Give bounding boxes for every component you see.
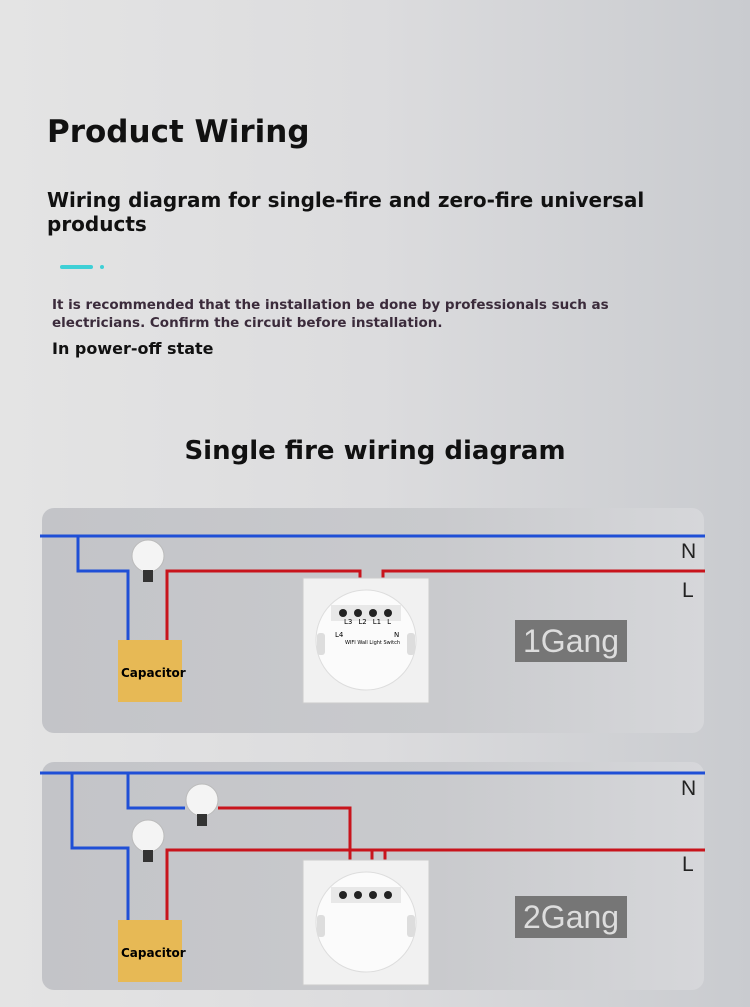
bulb-icon — [131, 539, 165, 583]
wires-2gang — [40, 771, 705, 920]
page-title: Product Wiring — [47, 114, 310, 150]
terminal-n: N — [394, 631, 400, 639]
live-label: L — [682, 853, 694, 876]
live-label: L — [682, 579, 694, 602]
bulb-icon — [185, 783, 219, 827]
capacitor-label: Capacitor — [121, 946, 186, 960]
accent-dot — [100, 265, 104, 269]
page-subtitle: Wiring diagram for single-fire and zero-… — [47, 188, 645, 236]
terminal-labels: L3 L2 L1 L — [344, 618, 391, 626]
capacitor — [118, 640, 182, 702]
section-title: Single fire wiring diagram — [184, 436, 566, 466]
capacitor-label: Capacitor — [121, 666, 186, 680]
installation-note: It is recommended that the installation … — [52, 297, 609, 331]
switch-2gang — [302, 859, 430, 986]
switch-label: WIFI Wall Light Switch — [345, 640, 401, 646]
terminal-l3: L3 — [344, 618, 353, 626]
neutral-label: N — [681, 540, 697, 563]
bulb-icon — [131, 819, 165, 863]
gang-label: 1Gang — [515, 620, 628, 662]
power-off-note: In power-off state — [52, 339, 214, 358]
accent-dash — [60, 265, 93, 269]
terminal-l2: L2 — [358, 618, 367, 626]
terminal-l4: L4 — [335, 631, 344, 639]
terminal-l1: L1 — [372, 618, 382, 626]
terminal-l: L — [387, 618, 391, 626]
neutral-label: N — [681, 777, 697, 800]
gang-label: 2Gang — [515, 896, 628, 938]
capacitor — [118, 920, 182, 982]
